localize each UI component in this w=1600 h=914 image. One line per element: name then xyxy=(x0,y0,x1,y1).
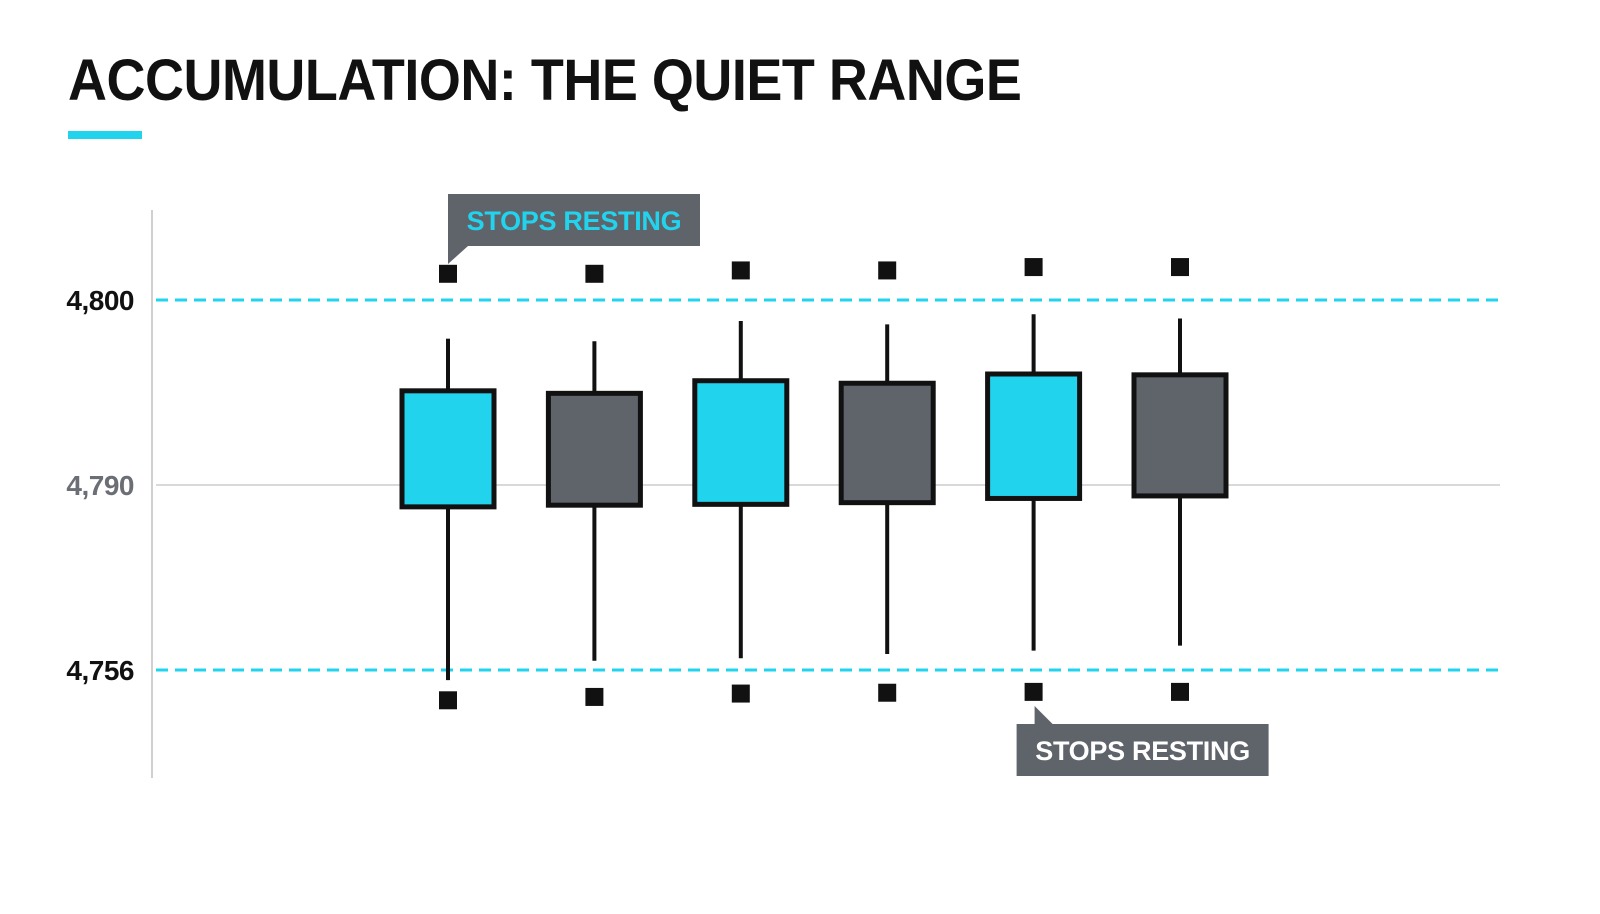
stop-marker-below xyxy=(1024,682,1043,701)
candle-body-down xyxy=(838,380,936,506)
stop-marker-below xyxy=(878,683,897,702)
candle-body-up xyxy=(692,378,790,507)
stop-marker-above xyxy=(731,261,750,280)
candle-body-up xyxy=(399,388,497,510)
y-tick-label: 4,800 xyxy=(66,285,134,316)
stop-marker-above xyxy=(439,264,457,283)
stop-marker-above xyxy=(1024,258,1043,277)
stop-marker-below xyxy=(585,687,604,706)
y-tick-label: 4,790 xyxy=(66,470,134,501)
callout-pointer xyxy=(448,246,468,264)
stop-marker-below xyxy=(439,691,457,710)
stop-marker-above xyxy=(1171,258,1189,277)
title-underline xyxy=(68,131,142,139)
page-title: ACCUMULATION: THE QUIET RANGE xyxy=(68,48,1022,113)
annotation-label: STOPS RESTING xyxy=(1035,736,1250,766)
candle-body-down xyxy=(1131,372,1229,499)
annotation-label: STOPS RESTING xyxy=(467,206,682,236)
callout-pointer xyxy=(1034,706,1053,724)
stop-marker-below xyxy=(1171,682,1189,701)
stop-marker-above xyxy=(585,264,604,283)
y-tick-label: 4,756 xyxy=(66,655,134,686)
stop-marker-above xyxy=(878,261,897,280)
callout-box xyxy=(448,194,700,246)
stop-marker-below xyxy=(731,684,750,703)
callout-box xyxy=(1016,724,1269,776)
candle-body-up xyxy=(985,371,1083,501)
candle-body-down xyxy=(545,390,643,508)
